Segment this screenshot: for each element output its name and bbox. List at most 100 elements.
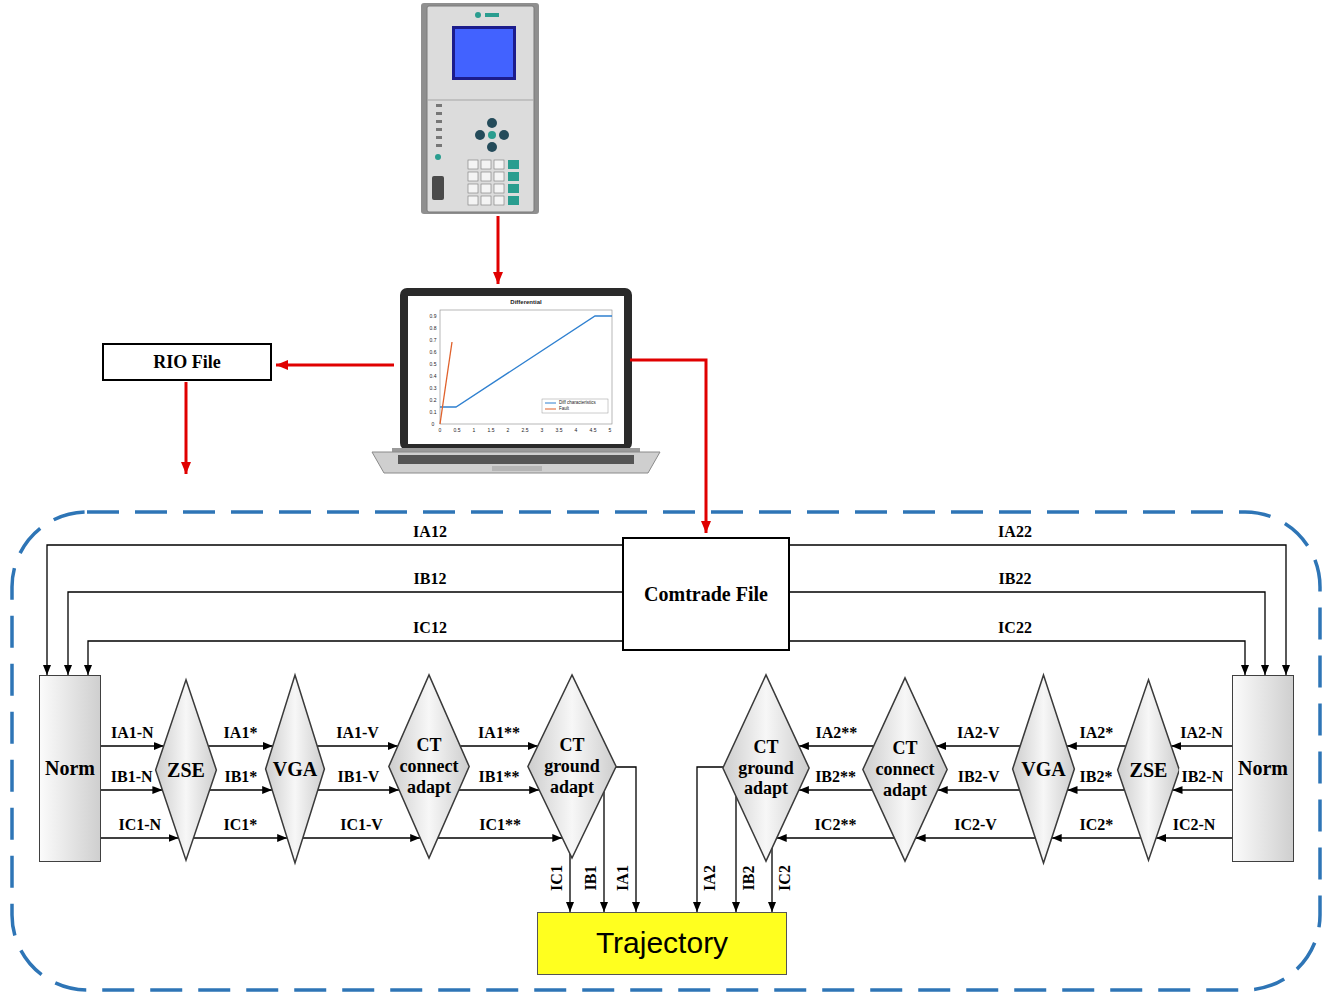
signal-arrow <box>303 837 420 838</box>
signal-arrow <box>459 789 539 790</box>
relay-led <box>436 104 442 107</box>
signal-label: IA2 <box>701 863 719 893</box>
signal-arrow <box>603 792 604 912</box>
axis-tick: 4 <box>575 428 578 433</box>
signal-label: IB2 <box>740 864 758 893</box>
axis-tick: 3.5 <box>556 428 563 433</box>
laptop-illustration <box>372 288 660 473</box>
signal-label: IA2-N <box>1178 724 1225 742</box>
signal-label: IB2* <box>1078 768 1115 786</box>
signal-label: IA1-V <box>334 724 381 742</box>
signal-label: IC2 <box>776 863 794 893</box>
axis-tick: 2 <box>507 428 510 433</box>
process-box: Norm <box>1232 675 1294 862</box>
node-label: RIO File <box>153 352 221 373</box>
axis-tick: 0.5 <box>454 428 461 433</box>
signal-arrow <box>790 641 1245 675</box>
axis-tick: 4.5 <box>590 428 597 433</box>
signal-label: IB2** <box>813 768 858 786</box>
legend-text: Fault <box>559 407 569 412</box>
relay-button <box>487 142 497 152</box>
axis-tick: 1 <box>473 428 476 433</box>
node-label: CT ground adapt <box>537 735 607 797</box>
diamond-shape <box>156 680 217 860</box>
signal-arrow <box>1173 789 1233 790</box>
axis-tick: 0.7 <box>430 338 437 343</box>
process-box: Norm <box>39 675 101 862</box>
signal-label: IC1-V <box>338 816 385 834</box>
signal-arrow <box>101 745 164 746</box>
node-label: Trajectory <box>596 926 728 961</box>
node-label: Norm <box>1238 757 1288 780</box>
node-label: ZSE <box>167 759 205 782</box>
process-diamond: CT ground adapt <box>527 673 617 860</box>
signal-label: IB1-N <box>109 768 155 786</box>
axis-tick: 1.5 <box>488 428 495 433</box>
relay-button <box>487 118 497 128</box>
signal-arrow <box>47 545 622 675</box>
signal-label: IC2** <box>813 816 859 834</box>
signal-label: IA1 <box>614 863 632 893</box>
signal-arrow <box>916 837 1036 838</box>
diamond-shape <box>266 675 325 863</box>
signal-label: IA2* <box>1077 724 1115 742</box>
laptop-base <box>372 452 660 473</box>
node-label: CT connect adapt <box>396 735 462 797</box>
signal-label: IC1 <box>548 863 566 893</box>
legend-text: Diff characteristics <box>559 401 596 406</box>
signal-arrow <box>936 745 1020 746</box>
relay-front <box>427 6 534 212</box>
relay-screen <box>455 29 513 77</box>
axis-tick: 5 <box>609 428 612 433</box>
signal-arrow <box>438 837 563 838</box>
relay-led <box>436 128 442 131</box>
signal-label: IC1-N <box>116 816 163 834</box>
axis-tick: 0.1 <box>430 410 437 415</box>
chart-line <box>440 342 452 424</box>
signal-arrow <box>938 789 1020 790</box>
process-diamond: VGA <box>265 673 325 865</box>
process-diamond: CT ground adapt <box>722 673 810 863</box>
axis-tick: 0.3 <box>430 386 437 391</box>
flow-arrow <box>630 360 706 533</box>
signal-arrow <box>777 837 895 838</box>
signal-arrow <box>194 837 288 838</box>
signal-arrow <box>1052 837 1141 838</box>
signal-label: IA2** <box>813 724 859 742</box>
process-diamond: VGA <box>1012 673 1075 865</box>
axis-tick: 0.4 <box>430 374 437 379</box>
output-box: Trajectory <box>537 912 787 975</box>
diamond-shape <box>723 675 809 861</box>
signal-arrow <box>697 767 723 912</box>
signal-arrow <box>460 745 538 746</box>
signal-arrow <box>799 789 872 790</box>
signal-label: IA12 <box>411 523 449 541</box>
relay-illustration <box>421 3 539 214</box>
signal-arrow <box>1068 789 1125 790</box>
axis-tick: 0 <box>432 422 435 427</box>
legend-sample <box>545 409 556 410</box>
axis-tick: 0.2 <box>430 398 437 403</box>
relay-led <box>436 112 442 115</box>
signal-arrow <box>771 848 772 912</box>
laptop-lid <box>400 288 632 450</box>
chart-title: Differential <box>510 299 541 305</box>
axis-tick: 2.5 <box>522 428 529 433</box>
laptop-screen <box>408 296 624 444</box>
axis-tick: 0.8 <box>430 326 437 331</box>
signal-label: IB1** <box>477 768 522 786</box>
signal-arrow <box>790 545 1286 675</box>
relay-logo <box>475 12 481 18</box>
process-diamond: ZSE <box>1117 678 1180 862</box>
signal-label: IB1* <box>222 768 259 786</box>
laptop-touchpad <box>492 466 542 471</box>
signal-label: IA2-V <box>955 724 1002 742</box>
signal-label: IA22 <box>996 523 1034 541</box>
signal-arrow <box>790 592 1265 675</box>
signal-arrow <box>101 837 179 838</box>
process-diamond: CT connect adapt <box>388 673 470 860</box>
relay-led <box>436 144 442 147</box>
flow-arrow <box>276 364 394 367</box>
